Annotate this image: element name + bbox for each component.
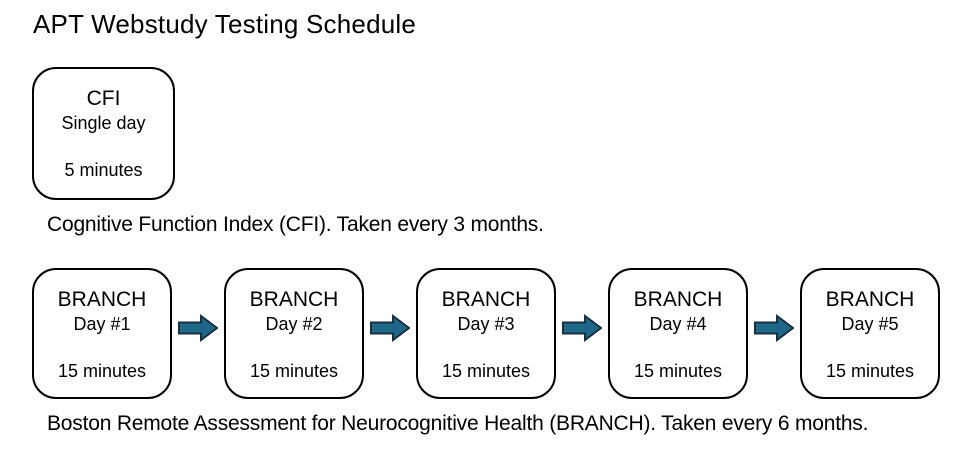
branch-box-day: Day #2	[265, 314, 323, 334]
branch-box-day: Day #5	[841, 314, 899, 334]
branch-box-day: Day #4	[649, 314, 707, 334]
branch-caption: Boston Remote Assessment for Neurocognit…	[47, 412, 869, 435]
branch-box-name: BRANCH	[633, 288, 723, 311]
branch-box-duration: 15 minutes	[825, 361, 915, 381]
cfi-box-name: CFI	[86, 87, 121, 110]
arrow-right-icon	[364, 268, 416, 399]
branch-box-name: BRANCH	[249, 288, 339, 311]
branch-box-day: Day #1	[73, 314, 131, 334]
cfi-box-duration: 5 minutes	[64, 160, 143, 180]
branch-box-day1: BRANCH Day #1 15 minutes	[32, 268, 172, 399]
cfi-box-schedule: Single day	[61, 113, 146, 133]
cfi-box: CFI Single day 5 minutes	[32, 67, 175, 200]
branch-box-day3: BRANCH Day #3 15 minutes	[416, 268, 556, 399]
branch-box-duration: 15 minutes	[633, 361, 723, 381]
page-title: APT Webstudy Testing Schedule	[33, 9, 417, 39]
arrow-right-icon	[172, 268, 224, 399]
branch-box-day4: BRANCH Day #4 15 minutes	[608, 268, 748, 399]
branch-box-duration: 15 minutes	[57, 361, 147, 381]
branch-box-name: BRANCH	[441, 288, 531, 311]
branch-row: BRANCH Day #1 15 minutes BRANCH Day #2 1…	[32, 268, 940, 399]
branch-box-day5: BRANCH Day #5 15 minutes	[800, 268, 940, 399]
branch-box-duration: 15 minutes	[441, 361, 531, 381]
arrow-right-icon	[748, 268, 800, 399]
branch-box-day2: BRANCH Day #2 15 minutes	[224, 268, 364, 399]
branch-box-duration: 15 minutes	[249, 361, 339, 381]
cfi-caption: Cognitive Function Index (CFI). Taken ev…	[47, 213, 544, 236]
branch-box-day: Day #3	[457, 314, 515, 334]
branch-box-name: BRANCH	[825, 288, 915, 311]
branch-box-name: BRANCH	[57, 288, 147, 311]
arrow-right-icon	[556, 268, 608, 399]
